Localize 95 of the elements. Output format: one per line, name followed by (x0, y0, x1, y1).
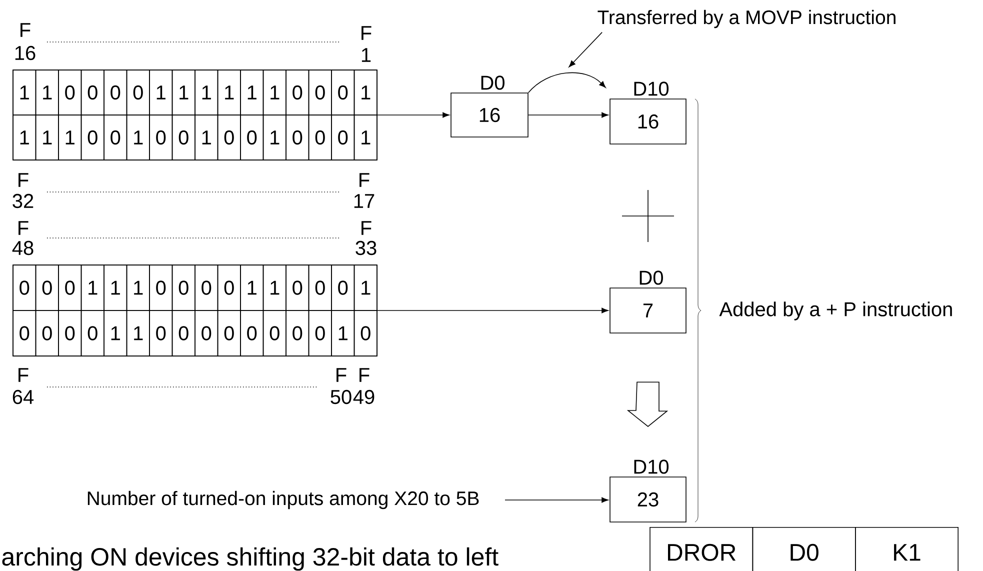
table-cell: 0 (194, 310, 218, 356)
note-text: Transferred by a MOVP instruction (598, 10, 896, 28)
table-cell: DROR (650, 527, 754, 571)
table-cell: 0 (217, 114, 241, 160)
table-cell: 0 (80, 70, 104, 116)
table-cell: 0 (286, 70, 310, 116)
table-cell: 1 (262, 264, 286, 311)
table-cell: 0 (58, 264, 82, 311)
table-cell: 1 (262, 114, 286, 160)
table-cell: 0 (308, 264, 332, 311)
table-cell: 1 (35, 70, 59, 116)
register-name: D10 (634, 82, 669, 96)
table-cell: 0 (286, 114, 310, 160)
table-cell: 0 (126, 70, 150, 116)
table-cell: 0 (104, 114, 128, 160)
f-label: 17 (354, 194, 374, 208)
block-arrow (626, 382, 668, 427)
table-cell: 1 (104, 264, 128, 311)
table-cell: 0 (308, 70, 332, 116)
table-cell: 1 (354, 114, 378, 160)
table-cell: 0 (240, 310, 264, 356)
table-cell: 0 (286, 264, 310, 311)
table-cell: 0 (172, 114, 196, 160)
register-box: 16 (610, 98, 686, 144)
arrow (377, 112, 450, 118)
register-name: D0 (481, 76, 504, 90)
table-cell: 0 (149, 114, 173, 160)
register-name: D10 (634, 460, 669, 474)
table-cell: 0 (262, 310, 286, 356)
table-cell: 0 (35, 264, 59, 311)
table-cell: 0 (80, 114, 104, 160)
table-cell: 0 (149, 310, 173, 356)
register-box: 7 (610, 288, 686, 334)
f-label: 49 (353, 390, 374, 404)
f-label: 32 (12, 194, 34, 208)
table-cell: 0 (172, 264, 196, 311)
table-cell: 0 (240, 114, 264, 160)
table-cell: 1 (126, 264, 150, 311)
table-cell: 1 (104, 310, 128, 356)
table-cell: 1 (12, 70, 36, 116)
register-box: 16 (450, 92, 528, 138)
table-cell: 0 (308, 310, 332, 356)
register-box: 23 (610, 476, 686, 522)
table-cell: 1 (331, 310, 355, 356)
table-cell: 0 (217, 264, 241, 311)
arrow (377, 308, 608, 314)
table-cell: 1 (262, 70, 286, 116)
table-cell: 0 (12, 264, 36, 311)
table-cell: 1 (126, 310, 150, 356)
table-cell: 0 (12, 310, 36, 356)
f-label: 64 (12, 390, 34, 404)
table-cell: 1 (35, 114, 59, 160)
register-name: D0 (640, 270, 663, 285)
table-cell: 0 (172, 310, 196, 356)
table-cell: 1 (126, 114, 150, 160)
arrow (504, 497, 608, 503)
brace-label: Added by a + P instruction (719, 302, 952, 320)
table-cell: 1 (217, 70, 241, 116)
table-cell: 0 (331, 114, 355, 160)
arrow (528, 112, 608, 118)
table-cell: 1 (240, 264, 264, 311)
table-cell: 0 (80, 310, 104, 356)
f-label: F (362, 26, 372, 40)
f-label: F (20, 23, 30, 37)
table-cell: 1 (194, 70, 218, 116)
table-cell: 0 (149, 264, 173, 311)
table-cell: 0 (194, 264, 218, 311)
table-cell: K1 (855, 527, 958, 571)
table-cell: 1 (172, 70, 196, 116)
table-cell: 0 (354, 310, 378, 356)
heading-text: arching ON devices shifting 32-bit data to left (2, 547, 498, 571)
table-cell: 1 (58, 114, 82, 160)
table-cell: 0 (35, 310, 59, 356)
table-cell: 0 (58, 70, 82, 116)
table-cell: 0 (331, 264, 355, 311)
table-cell: 0 (331, 70, 355, 116)
table-cell: 1 (12, 114, 36, 160)
table-cell: 0 (104, 70, 128, 116)
table-cell: 0 (308, 114, 332, 160)
table-cell: 1 (354, 264, 378, 311)
table-cell: 1 (80, 264, 104, 311)
f-label: F (362, 221, 372, 235)
table-cell: 0 (217, 310, 241, 356)
table-cell: 1 (354, 70, 378, 116)
curved-arrow (528, 72, 606, 93)
f-label: 50 (330, 390, 352, 404)
note-text: Number of turned-on inputs among X20 to 5B (88, 490, 479, 510)
leader-arrow (568, 32, 602, 68)
f-label: F (18, 221, 28, 235)
table-cell: 1 (149, 70, 173, 116)
table-cell: 1 (194, 114, 218, 160)
table-cell: D0 (752, 527, 856, 571)
table-cell: 1 (240, 70, 264, 116)
table-cell: 0 (286, 310, 310, 356)
table-cell: 0 (58, 310, 82, 356)
